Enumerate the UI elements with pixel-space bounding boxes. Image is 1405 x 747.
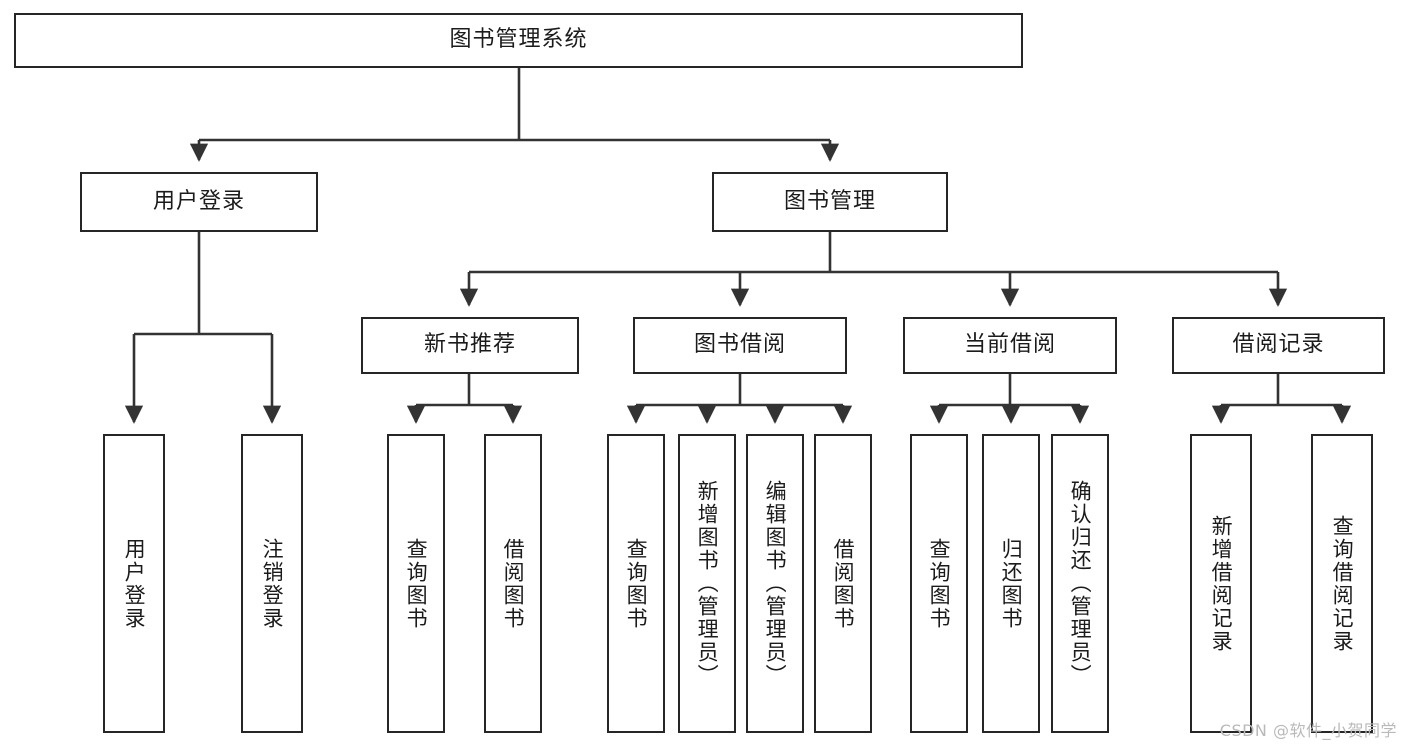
node-leaf-add-record-label: 新增借阅记录 [1209, 514, 1234, 653]
node-leaf-query-record[interactable]: 查询借阅记录 [1311, 434, 1373, 733]
node-leaf-query-book-3-label: 查询图书 [927, 537, 952, 630]
node-leaf-return-book-label: 归还图书 [999, 537, 1024, 630]
node-leaf-user-logout-label: 注销登录 [260, 537, 285, 630]
node-new-book-recommend-label: 新书推荐 [423, 332, 516, 358]
node-leaf-borrow-book-1-label: 借阅图书 [501, 537, 526, 630]
node-leaf-return-book[interactable]: 归还图书 [982, 434, 1040, 733]
node-leaf-query-book-1-label: 查询图书 [404, 537, 429, 630]
node-user-login[interactable]: 用户登录 [80, 172, 318, 232]
node-leaf-query-book-3[interactable]: 查询图书 [910, 434, 968, 733]
node-leaf-user-login[interactable]: 用户登录 [103, 434, 165, 733]
node-leaf-confirm-return[interactable]: 确认归还（管理员） [1051, 434, 1109, 733]
node-leaf-borrow-book-2-label: 借阅图书 [831, 537, 856, 630]
node-book-manage[interactable]: 图书管理 [712, 172, 948, 232]
node-borrow-record[interactable]: 借阅记录 [1172, 317, 1385, 374]
node-root-label: 图书管理系统 [449, 27, 588, 53]
node-leaf-query-book-2-label: 查询图书 [624, 537, 649, 630]
node-current-borrow[interactable]: 当前借阅 [903, 317, 1117, 374]
node-book-borrow-label: 图书借阅 [693, 332, 786, 358]
csdn-watermark: CSDN @软件_小贺同学 [1219, 721, 1397, 740]
node-leaf-query-record-label: 查询借阅记录 [1330, 514, 1355, 653]
node-book-manage-label: 图书管理 [783, 188, 876, 214]
node-leaf-borrow-book-2[interactable]: 借阅图书 [814, 434, 872, 733]
node-borrow-record-label: 借阅记录 [1232, 332, 1325, 358]
node-leaf-query-book-2[interactable]: 查询图书 [607, 434, 665, 733]
node-leaf-add-book[interactable]: 新增图书（管理员） [678, 434, 736, 733]
node-leaf-add-record[interactable]: 新增借阅记录 [1190, 434, 1252, 733]
node-new-book-recommend[interactable]: 新书推荐 [361, 317, 579, 374]
node-book-borrow[interactable]: 图书借阅 [633, 317, 847, 374]
node-leaf-user-login-label: 用户登录 [122, 537, 147, 630]
node-root[interactable]: 图书管理系统 [14, 13, 1023, 68]
node-leaf-query-book-1[interactable]: 查询图书 [387, 434, 445, 733]
node-leaf-edit-book-label: 编辑图书（管理员） [763, 480, 788, 687]
node-current-borrow-label: 当前借阅 [963, 332, 1056, 358]
node-leaf-add-book-label: 新增图书（管理员） [695, 480, 720, 687]
node-leaf-confirm-return-label: 确认归还（管理员） [1068, 480, 1093, 687]
node-leaf-user-logout[interactable]: 注销登录 [241, 434, 303, 733]
node-user-login-label: 用户登录 [152, 188, 245, 214]
node-leaf-borrow-book-1[interactable]: 借阅图书 [484, 434, 542, 733]
node-leaf-edit-book[interactable]: 编辑图书（管理员） [746, 434, 804, 733]
